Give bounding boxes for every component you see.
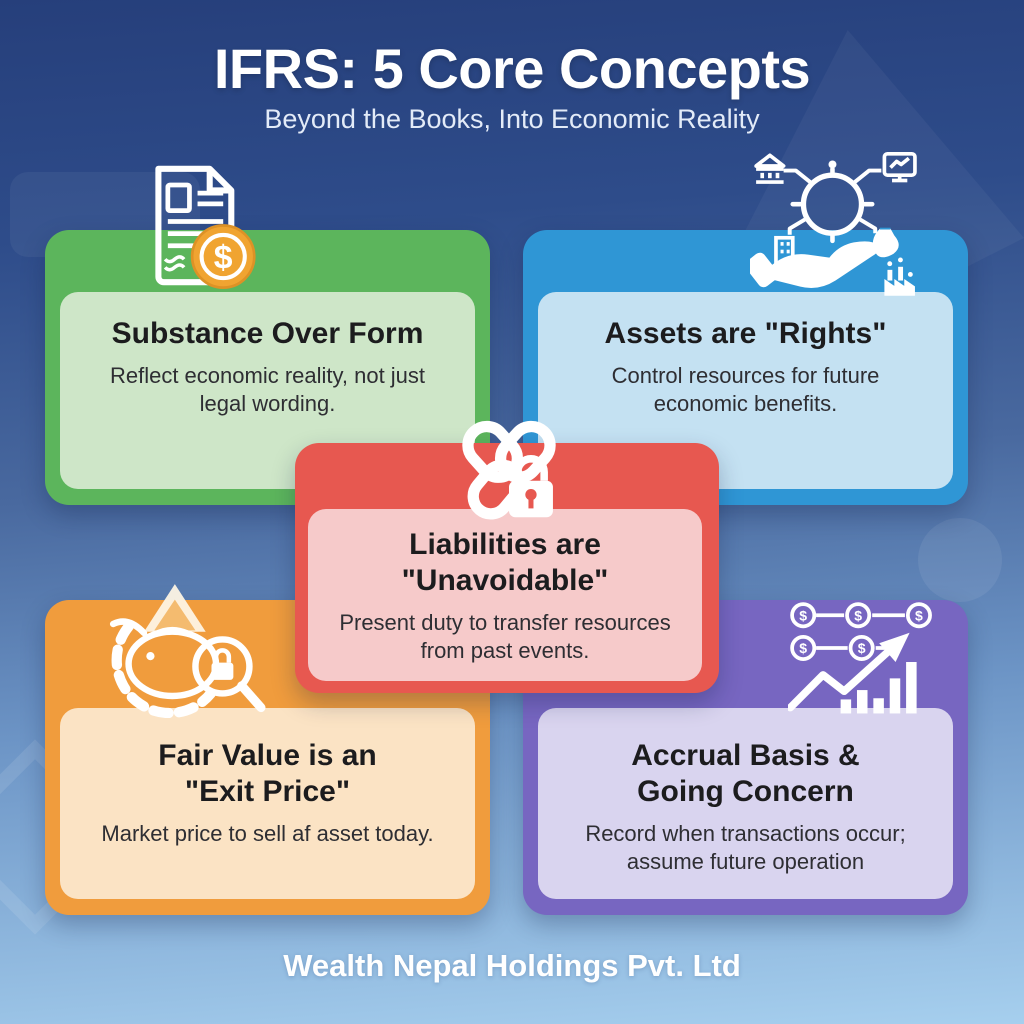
- svg-text:$: $: [799, 608, 807, 624]
- card-body: Market price to sell af asset today.: [101, 821, 434, 846]
- svg-text:$: $: [799, 640, 807, 656]
- hand-network-icon: [750, 146, 918, 299]
- svg-text:$: $: [854, 608, 862, 624]
- document-coin-icon: $: [126, 158, 261, 293]
- card-panel: Accrual Basis & Going Concern Record whe…: [538, 708, 953, 899]
- card-title: Fair Value is an "Exit Price": [158, 739, 377, 808]
- card-body: Control resources for future economic be…: [611, 363, 880, 417]
- card-title: Accrual Basis & Going Concern: [631, 739, 860, 808]
- card-assets-are-rights: Assets are "Rights" Control resources fo…: [523, 230, 968, 505]
- footer-company-name: Wealth Nepal Holdings Pvt. Ltd: [283, 948, 741, 983]
- svg-text:$: $: [214, 239, 233, 277]
- card-panel: Liabilities are "Unavoidable" Present du…: [308, 509, 702, 681]
- card-title: Substance Over Form: [111, 317, 424, 350]
- card-body: Record when transactions occur; assume f…: [585, 821, 906, 875]
- page-subtitle: Beyond the Books, Into Economic Reality: [264, 104, 760, 134]
- card-liabilities-unavoidable: Liabilities are "Unavoidable" Present du…: [295, 443, 719, 693]
- piggy-chain-magnifier-icon: [90, 584, 270, 718]
- page-title: IFRS: 5 Core Concepts: [213, 37, 811, 100]
- card-title: Assets are "Rights": [604, 317, 887, 350]
- card-title: Liabilities are "Unavoidable": [401, 528, 609, 597]
- coins-growth-icon: $ $ $ $ $: [788, 600, 940, 717]
- card-body: Present duty to transfer resources from …: [339, 610, 671, 664]
- chain-lock-icon: [446, 418, 572, 531]
- svg-text:$: $: [858, 640, 866, 656]
- card-panel: Fair Value is an "Exit Price" Market pri…: [60, 708, 475, 899]
- background-circle-shape: [918, 518, 1002, 602]
- card-body: Reflect economic reality, not just legal…: [109, 363, 426, 417]
- svg-text:$: $: [915, 608, 923, 624]
